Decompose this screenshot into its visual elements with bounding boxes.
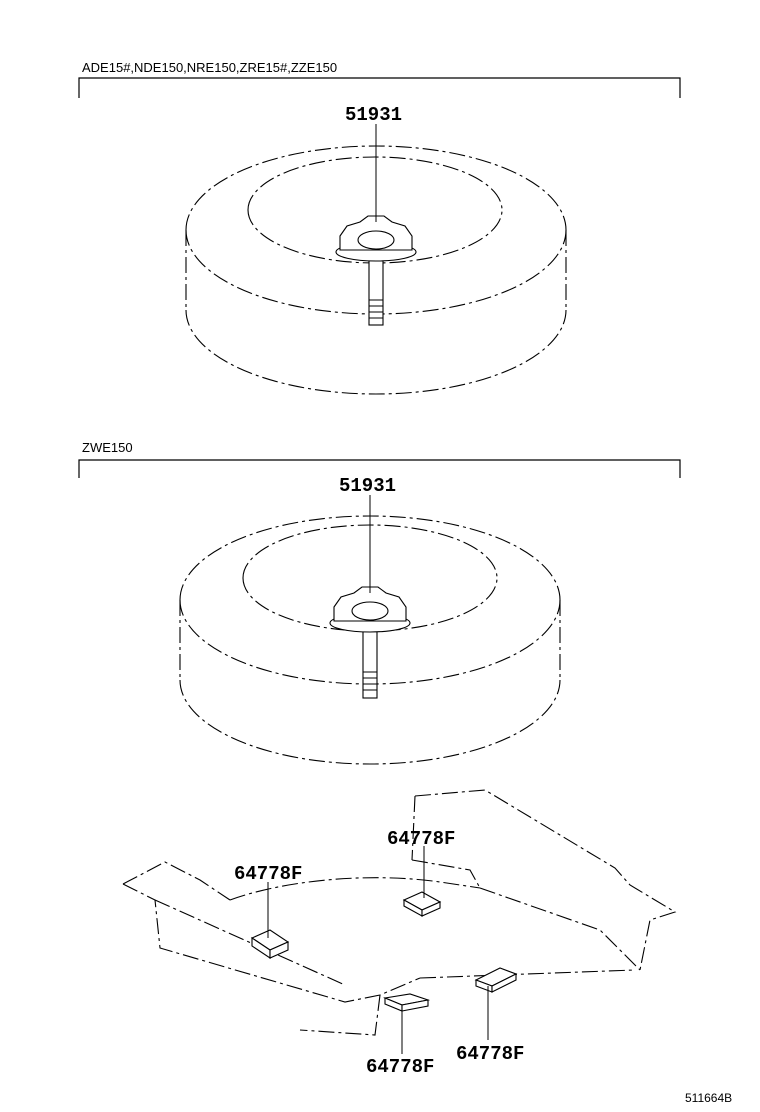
floor-panel (122, 789, 677, 1036)
part-callout-64778f-3[interactable]: 64778F (366, 1056, 434, 1078)
section-2-bracket (78, 459, 681, 478)
section-2-header: ZWE150 (82, 440, 133, 455)
section-1-bracket (78, 77, 681, 98)
part-callout-64778f-4[interactable]: 64778F (456, 1043, 524, 1065)
section-1-header: ADE15#,NDE150,NRE150,ZRE15#,ZZE150 (82, 60, 337, 75)
part-callout-51931-1[interactable]: 51931 (345, 104, 402, 126)
drawing-number: 511664B (685, 1091, 732, 1105)
section-1: ADE15#,NDE150,NRE150,ZRE15#,ZZE150 51931 (78, 60, 681, 395)
floor-clip-1 (250, 929, 290, 960)
floor-clip-2 (402, 891, 442, 917)
part-callout-64778f-1[interactable]: 64778F (234, 863, 302, 885)
floor-clip-3 (382, 993, 431, 1012)
part-callout-51931-2[interactable]: 51931 (339, 475, 396, 497)
section-2: ZWE150 51931 (78, 440, 681, 765)
spare-wheel-clamp-2 (329, 586, 411, 699)
floor-clip-4 (474, 967, 518, 993)
spare-wheel-clamp-1 (335, 215, 417, 326)
part-callout-64778f-2[interactable]: 64778F (387, 828, 455, 850)
